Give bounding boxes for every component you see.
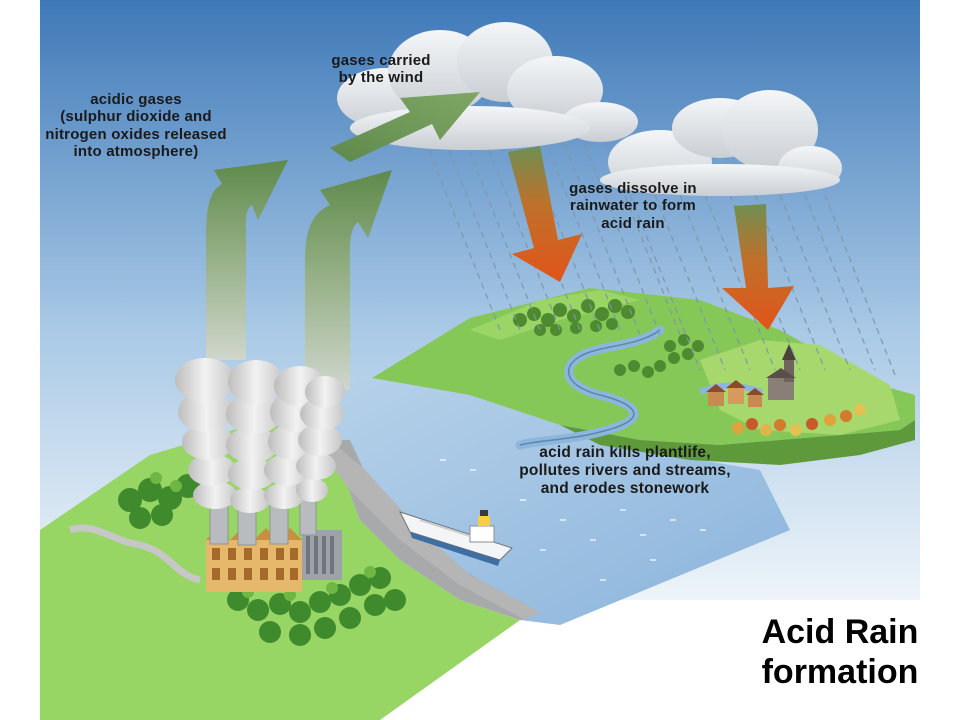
hill-ridge <box>470 290 640 340</box>
label-line: acidic gases <box>90 91 182 108</box>
label-line: nitrogen oxides released <box>45 125 227 143</box>
label-line: rainwater to form <box>570 197 696 215</box>
rain-lines <box>424 139 896 376</box>
label-line: acid rain kills plantlife, <box>539 444 711 461</box>
label-line: acid rain <box>601 214 665 232</box>
smoke-plume-4 <box>296 376 345 502</box>
green-arrow-right <box>305 170 392 390</box>
label-acid-rain-effects: acid rain kills plantlife, pollutes rive… <box>494 444 756 497</box>
label-line: into atmosphere) <box>73 142 199 160</box>
smoke-plume-1 <box>175 358 237 509</box>
church <box>766 344 796 400</box>
smoke-plume-2 <box>226 360 284 513</box>
label-line: by the wind <box>338 69 424 87</box>
lake-water <box>300 365 790 625</box>
water-sparkles <box>440 459 706 581</box>
cloud-right <box>600 90 842 196</box>
slide-title: Acid Rain formation <box>730 612 950 692</box>
slide-title-line-2: formation <box>761 653 919 692</box>
label-line: and erodes stonework <box>540 479 710 497</box>
green-arrow-left <box>206 160 288 360</box>
label-gases-dissolve: gases dissolve in rainwater to form acid… <box>548 180 718 232</box>
label-acidic-gases: acidic gases (sulphur dioxide and nitrog… <box>36 91 236 160</box>
label-line: (sulphur dioxide and <box>60 108 212 126</box>
label-gases-carried: gases carried by the wind <box>306 52 456 87</box>
river-outline <box>519 329 661 446</box>
acid-rain-arrow-left <box>508 146 582 282</box>
acid-rain-arrow-right <box>722 204 794 330</box>
hill-forest <box>513 299 704 378</box>
label-line: gases dissolve in <box>569 180 697 197</box>
village-hill <box>700 340 900 435</box>
road <box>68 524 201 584</box>
shore-road <box>320 440 540 620</box>
autumn-trees <box>732 404 866 436</box>
green-arrow-top <box>330 92 480 162</box>
village <box>706 380 764 407</box>
label-line: pollutes rivers and streams, <box>519 461 731 479</box>
ship <box>399 510 513 566</box>
slide-title-line-1: Acid Rain <box>761 613 919 651</box>
far-hills-side <box>560 420 915 465</box>
label-line: gases carried <box>331 52 431 69</box>
